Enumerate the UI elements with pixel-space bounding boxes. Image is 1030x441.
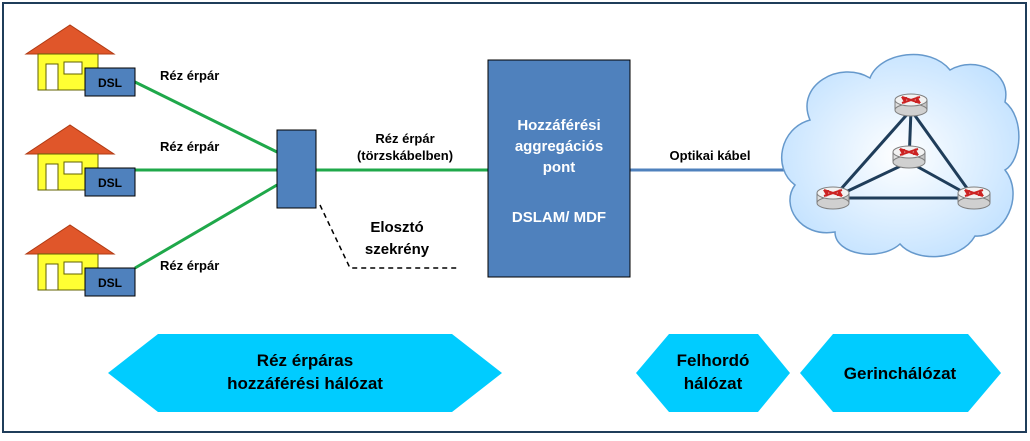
- house-1: DSL: [24, 24, 136, 97]
- dsl-modem: [84, 167, 136, 197]
- house-2: DSL: [24, 124, 136, 197]
- router-icon: [957, 186, 991, 210]
- optical-label: Optikai kábel: [670, 148, 751, 163]
- window-icon: [63, 161, 83, 175]
- distribution-cabinet: [276, 129, 317, 209]
- backhaul-arrow-shape: [636, 334, 790, 412]
- access-label-line1: Réz érpáras: [257, 351, 353, 370]
- door-icon: [45, 263, 59, 291]
- dsl-label: DSL: [98, 176, 122, 190]
- aggregation-label-line4: DSLAM/ MDF: [512, 209, 606, 226]
- door-icon: [45, 163, 59, 191]
- copper-label-1: Réz érpár: [160, 68, 219, 83]
- copper-line-3: [134, 183, 278, 270]
- router-icon: [892, 145, 926, 169]
- dsl-label: DSL: [98, 76, 122, 90]
- backhaul-label-line1: Felhordó: [677, 351, 750, 370]
- copper-label-2: Réz érpár: [160, 139, 219, 154]
- cabinet-label-line1: Elosztó: [370, 219, 423, 236]
- router-icon: [816, 186, 850, 210]
- trunk-label-line1: Réz érpár: [375, 131, 434, 146]
- copper-line-1: [134, 80, 278, 154]
- core-label: Gerinchálózat: [844, 364, 957, 383]
- segment-access: Réz érpáras hozzáférési hálózat: [108, 334, 502, 412]
- cabinet-label-line2: szekrény: [365, 241, 430, 258]
- aggregation-point-box: [487, 59, 631, 278]
- segment-core: Gerinchálózat: [800, 334, 1001, 412]
- router-icon: [894, 93, 928, 117]
- core-arrow-shape: [800, 334, 1001, 412]
- access-arrow-shape: [108, 334, 502, 412]
- access-label-line2: hozzáférési hálózat: [227, 374, 383, 393]
- copper-label-3: Réz érpár: [160, 258, 219, 273]
- window-icon: [63, 61, 83, 75]
- door-icon: [45, 63, 59, 91]
- dsl-modem: [84, 267, 136, 297]
- segment-backhaul: Felhordó hálózat: [636, 334, 790, 412]
- trunk-label-line2: (törzskábelben): [357, 148, 453, 163]
- dsl-modem: [84, 67, 136, 97]
- dsl-label: DSL: [98, 276, 122, 290]
- window-icon: [63, 261, 83, 275]
- aggregation-label-line3: pont: [543, 159, 575, 176]
- aggregation-label-line2: aggregációs: [515, 138, 603, 155]
- house-3: DSL: [24, 224, 136, 297]
- backhaul-label-line2: hálózat: [684, 374, 743, 393]
- aggregation-label-line1: Hozzáférési: [517, 117, 600, 134]
